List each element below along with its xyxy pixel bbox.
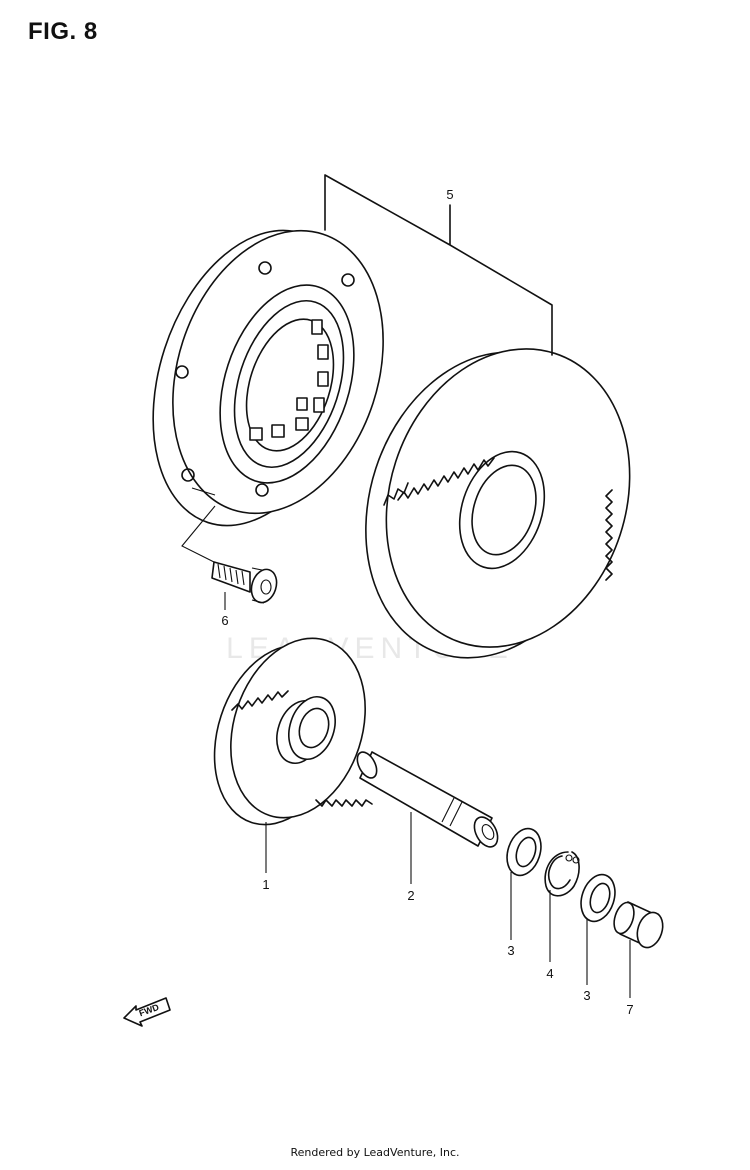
circlip bbox=[544, 851, 580, 897]
bolt bbox=[211, 561, 278, 604]
callout-3: 3 bbox=[507, 943, 514, 958]
fwd-arrow-icon: FWD bbox=[123, 997, 171, 1027]
starter-clutch-plate bbox=[152, 229, 384, 527]
assembly-bracket bbox=[324, 174, 553, 356]
callout-2: 2 bbox=[407, 888, 414, 903]
washer-a bbox=[506, 827, 542, 877]
callout-4: 4 bbox=[546, 966, 553, 981]
footer-credit: Rendered by LeadVenture, Inc. bbox=[290, 1146, 460, 1159]
washer-b bbox=[580, 873, 616, 923]
shaft bbox=[356, 751, 499, 848]
callout-1: 1 bbox=[262, 877, 269, 892]
figure-title: FIG. 8 bbox=[28, 18, 98, 45]
idler-gear bbox=[213, 637, 373, 826]
callout-3: 3 bbox=[583, 988, 590, 1003]
cap bbox=[613, 901, 664, 949]
callout-7: 7 bbox=[626, 1002, 633, 1017]
bolt-leader bbox=[181, 505, 216, 563]
callout-5: 5 bbox=[446, 187, 453, 202]
callout-6: 6 bbox=[221, 613, 228, 628]
starter-driven-gear bbox=[365, 348, 631, 659]
